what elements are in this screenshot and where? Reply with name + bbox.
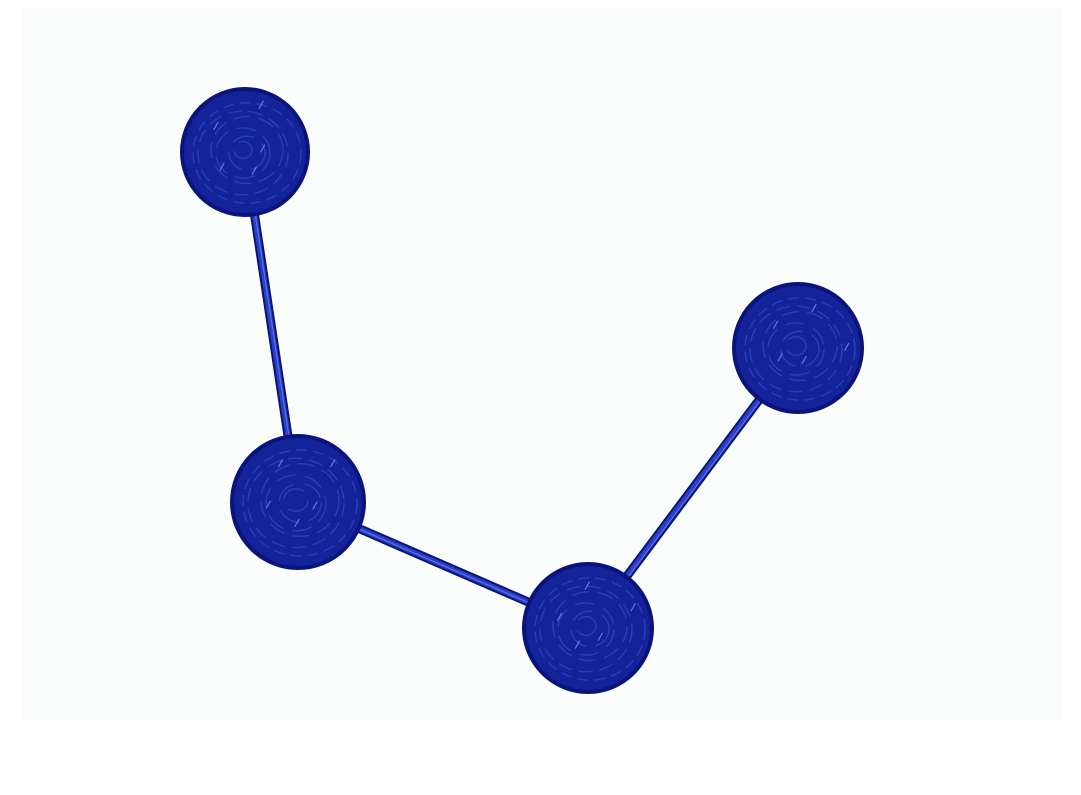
edges [248, 201, 769, 611]
node-2 [230, 434, 366, 570]
node-1 [180, 87, 310, 217]
edge-node-1-node-2 [248, 201, 294, 450]
node-3 [522, 562, 654, 694]
edge-node-3-node-4 [617, 388, 769, 588]
edge-node-2-node-3 [346, 520, 542, 611]
node-4 [732, 282, 864, 414]
nodes [180, 87, 864, 694]
